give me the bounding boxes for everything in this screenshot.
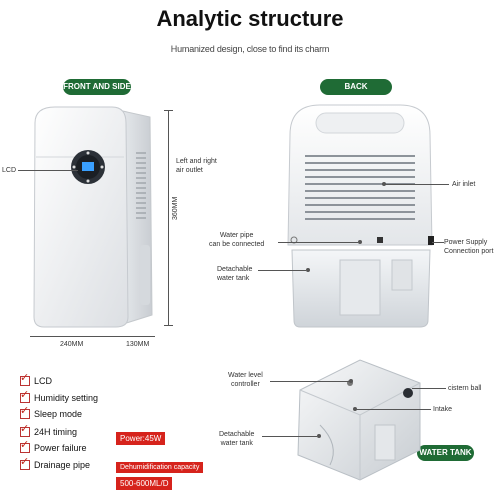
- lcd-label: LCD: [2, 167, 17, 174]
- feature-power-failure: Power failure: [20, 438, 87, 453]
- capacity-label: Dehumidification capacity: [116, 462, 204, 473]
- power-supply-leader: [432, 242, 444, 243]
- height-tick-bottom: [164, 325, 173, 326]
- cistern-ball-label: cistern ball: [448, 385, 482, 392]
- height-tick-top: [164, 110, 173, 111]
- power-spec: Power:45W: [116, 432, 166, 445]
- feature-drainage: Drainage pipe: [20, 455, 91, 470]
- badge-water-tank: WATER TANK: [417, 445, 474, 461]
- intake-leader: [356, 409, 431, 410]
- check-icon: [20, 438, 30, 453]
- feature-lcd: LCD: [20, 371, 53, 386]
- intake-dot: [353, 407, 357, 411]
- tank-detachable-leader: [262, 436, 317, 437]
- water-pipe-leader: [278, 242, 358, 243]
- air-inlet-label: Air inlet: [452, 181, 476, 188]
- water-pipe-label: Water pipe can be connected: [209, 232, 265, 248]
- cistern-ball-leader: [412, 388, 446, 389]
- power-supply-label: Power Supply Connection port: [444, 239, 494, 255]
- check-icon: [20, 371, 30, 386]
- check-icon: [20, 404, 30, 419]
- height-dimension-line: [168, 110, 169, 325]
- feature-label: Drainage pipe: [34, 460, 91, 470]
- back-tank-leader: [258, 270, 306, 271]
- water-level-dot: [349, 379, 353, 383]
- page-subtitle: Humanized design, close to find its char…: [170, 44, 330, 54]
- water-pipe-dot: [358, 240, 362, 244]
- air-outlet-label: Left and right air outlet: [176, 158, 217, 174]
- back-illustration: [287, 104, 434, 328]
- feature-label: Humidity setting: [34, 393, 99, 403]
- capacity-value: 500-600ML/D: [116, 477, 173, 490]
- tank-detachable-label: Detachable water tank: [219, 431, 255, 447]
- check-icon: [20, 388, 30, 403]
- feature-label: Sleep mode: [34, 409, 83, 419]
- air-inlet-dot: [382, 182, 386, 186]
- page-title: Analytic structure: [156, 6, 344, 31]
- lcd-leader-line: [18, 170, 78, 171]
- feature-timing: 24H timing: [20, 422, 78, 437]
- depth-dimension: 130MM: [126, 341, 150, 348]
- back-tank-label: Detachable water tank: [217, 266, 253, 282]
- front-side-illustration: [33, 106, 153, 328]
- badge-back: BACK: [320, 79, 392, 95]
- feature-label: LCD: [34, 376, 53, 386]
- air-inlet-leader: [385, 184, 449, 185]
- feature-label: Power failure: [34, 443, 87, 453]
- feature-humidity: Humidity setting: [20, 388, 99, 403]
- width-dimension: 240MM: [60, 341, 84, 348]
- tank-detachable-dot: [317, 434, 321, 438]
- feature-label: 24H timing: [34, 427, 78, 437]
- depth-dimension-line: [123, 336, 155, 337]
- intake-label: Intake: [433, 406, 453, 413]
- height-dimension: 360MM: [172, 196, 179, 220]
- check-icon: [20, 422, 30, 437]
- water-level-controller-label: Water level controller: [228, 372, 263, 388]
- badge-front-side: FRONT AND SIDE: [63, 79, 131, 95]
- feature-sleep: Sleep mode: [20, 404, 83, 419]
- width-dimension-line: [30, 336, 123, 337]
- water-level-leader: [270, 381, 350, 382]
- water-tank-illustration: [297, 359, 421, 481]
- back-tank-dot: [306, 268, 310, 272]
- check-icon: [20, 455, 30, 470]
